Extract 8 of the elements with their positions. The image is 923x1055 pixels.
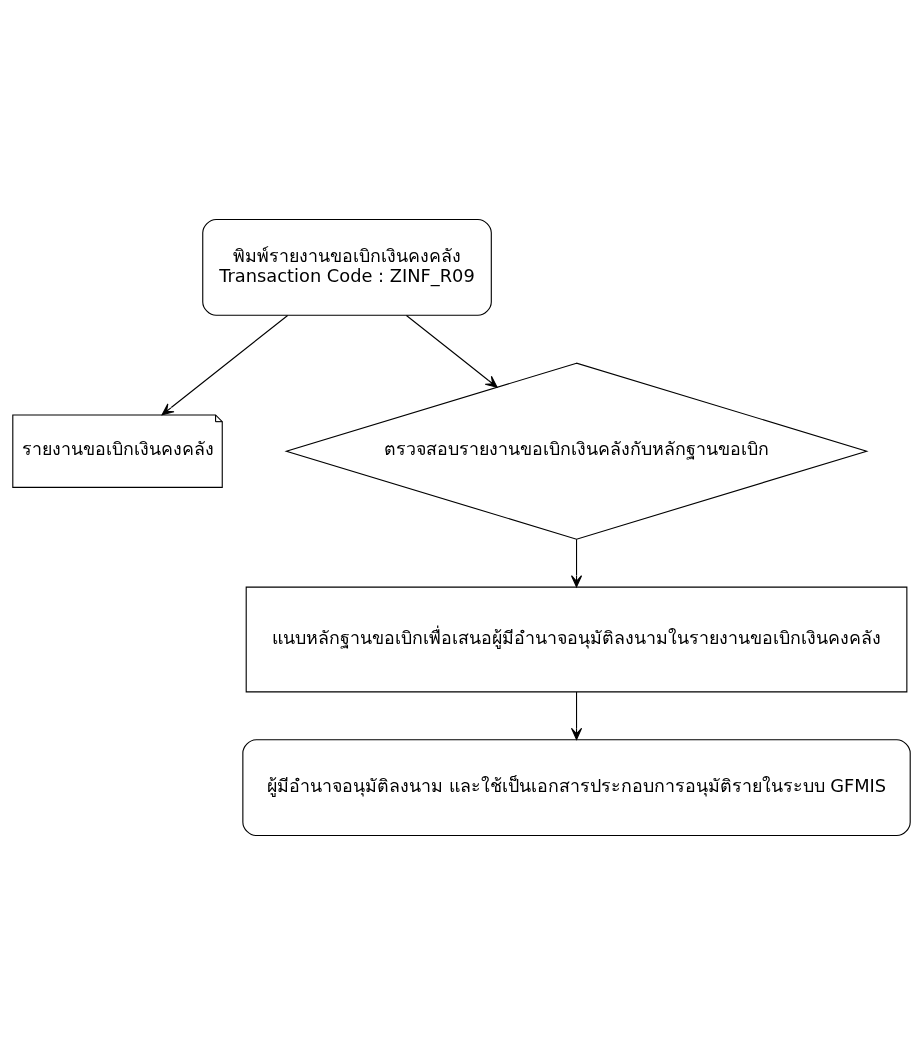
node-box: ผู้มีอำนาจอนุมัติลงนาม และใช้เป็นเอกสารประกอบการอนุมัติรายในระบบ GFMIS bbox=[242, 739, 911, 837]
arrow bbox=[405, 314, 498, 388]
node-diamond: ตรวจสอบรายงานขอเบิกเงินคลังกับหลักฐานขอเบิก bbox=[284, 362, 869, 540]
node-box: พิมพ์รายงานขอเบิกเงินคงคลัง Transaction Code : ZINF_R09 bbox=[202, 218, 492, 316]
arrow bbox=[570, 538, 583, 588]
arrow bbox=[570, 691, 583, 740]
node-box: แนบหลักฐานขอเบิกเพื่อเสนอผู้มีอำนาจอนุมัติลงนามในรายงานขอเบิกเงินคงคลัง bbox=[245, 586, 908, 693]
arrow bbox=[161, 314, 289, 416]
